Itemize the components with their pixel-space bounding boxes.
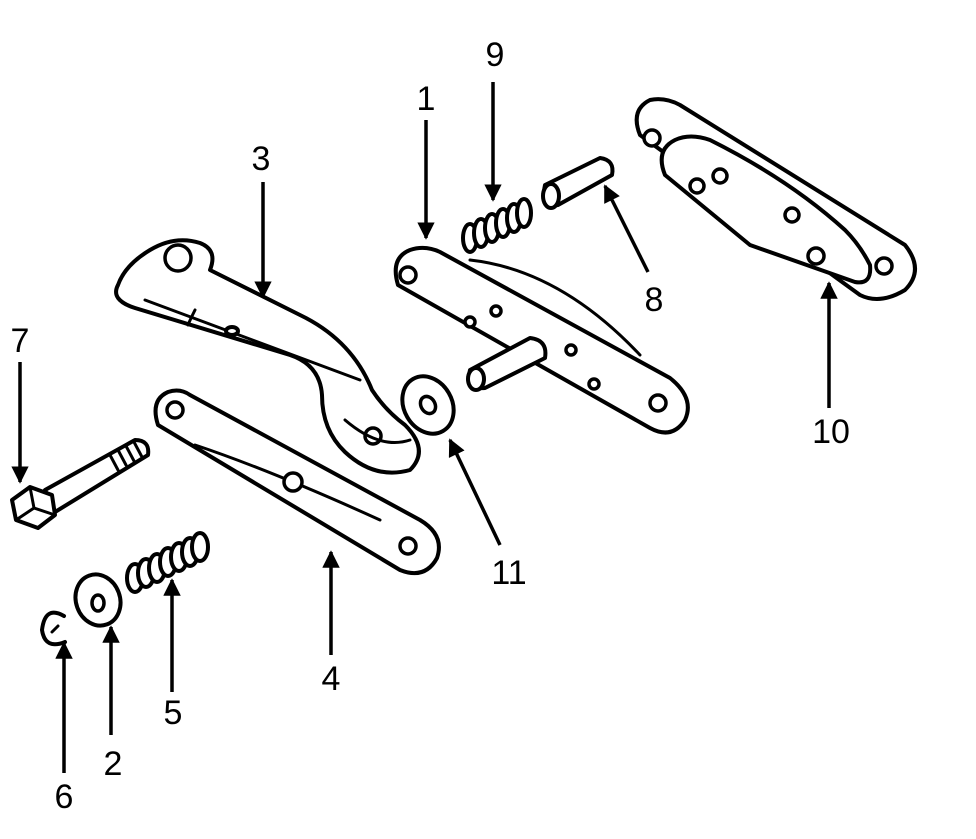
callout-8: 8 xyxy=(645,281,664,319)
part-6-clip xyxy=(40,610,67,647)
callout-10: 10 xyxy=(812,413,850,451)
part-8-pin xyxy=(541,156,615,210)
part-2-washer xyxy=(73,572,123,628)
callout-3: 3 xyxy=(252,140,271,178)
callout-6: 6 xyxy=(55,778,74,816)
callout-5: 5 xyxy=(164,694,183,732)
callout-9: 9 xyxy=(486,36,505,74)
part-11-washer xyxy=(400,374,456,436)
part-5-spring xyxy=(125,531,210,594)
leader-lines xyxy=(11,82,838,773)
callout-11: 11 xyxy=(491,554,526,592)
part-4-link xyxy=(153,388,441,575)
part-1-plate xyxy=(393,245,690,435)
part-7-bolt xyxy=(10,438,151,530)
callout-7: 7 xyxy=(11,322,30,360)
part-9-spring xyxy=(461,197,533,254)
callout-2: 2 xyxy=(104,745,123,783)
callout-1: 1 xyxy=(417,80,436,118)
part-10-plate xyxy=(634,97,917,301)
callout-labels: 1 9 3 7 8 10 11 4 5 2 6 xyxy=(11,36,850,816)
callout-4: 4 xyxy=(322,660,341,698)
part-3-lever xyxy=(114,238,421,475)
